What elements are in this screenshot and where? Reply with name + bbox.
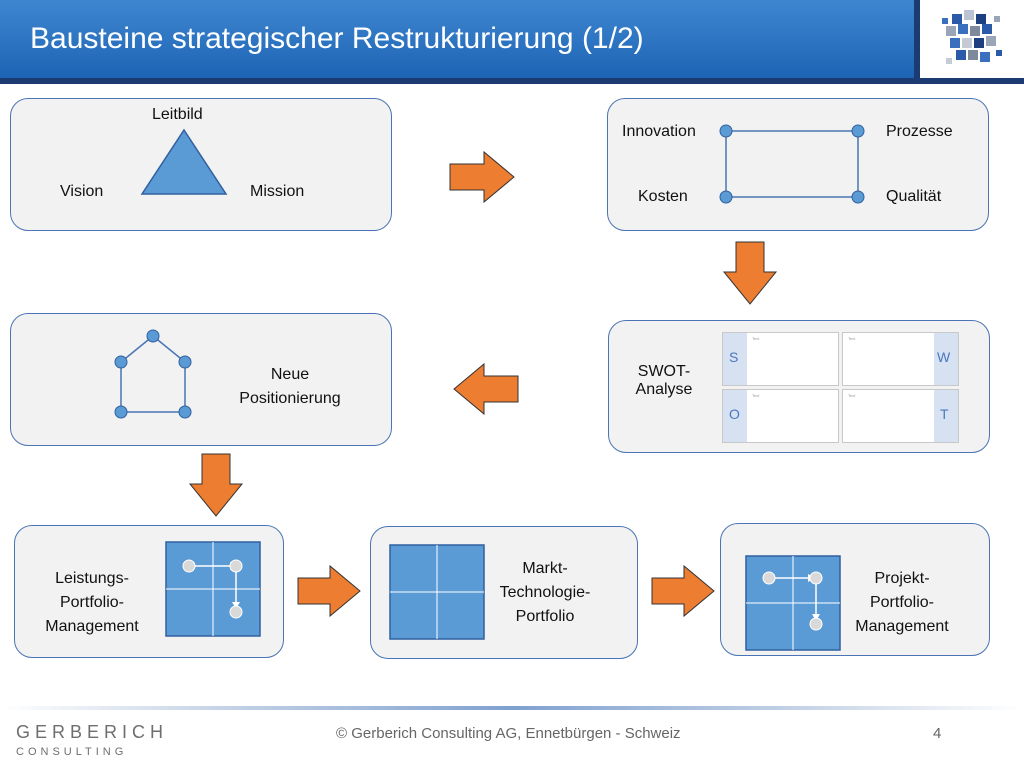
leitbild-label: Leitbild <box>152 106 203 123</box>
swot-t-stripe: T <box>934 390 958 442</box>
projekt-portfolio-label: Projekt- Portfolio- Management <box>855 570 949 635</box>
portfolio-matrix-icon <box>165 541 261 637</box>
positionierung-box <box>10 313 392 446</box>
brand-subtitle: CONSULTING <box>16 746 128 758</box>
kosten-label: Kosten <box>638 188 688 205</box>
swot-s-stripe: S <box>723 333 747 385</box>
title-separator <box>914 0 920 80</box>
page-title: Bausteine strategischer Restrukturierung… <box>30 22 644 55</box>
prozesse-label: Prozesse <box>886 123 953 140</box>
portfolio-matrix-icon <box>389 544 485 640</box>
swot-w-stripe: W <box>934 333 958 385</box>
cube-logo <box>920 0 1024 78</box>
swot-label: SWOT- Analyse <box>635 363 693 398</box>
title-bar <box>0 0 914 78</box>
swot-o-stripe: O <box>723 390 747 442</box>
ziele-box <box>607 98 989 231</box>
innovation-label: Innovation <box>622 123 696 140</box>
arrow-down-icon <box>188 453 244 517</box>
markt-technologie-label: Markt- Technologie- Portfolio <box>499 560 591 625</box>
vision-label: Vision <box>60 183 104 200</box>
arrow-down-icon <box>722 241 778 305</box>
brand-name: GERBERICH <box>16 722 169 742</box>
cube-logo-icon <box>942 10 1002 64</box>
portfolio-matrix-icon <box>745 555 841 651</box>
mission-label: Mission <box>250 183 305 200</box>
house-network-icon <box>114 329 192 419</box>
triangle-icon <box>140 128 228 195</box>
square-network-icon <box>719 124 865 204</box>
positionierung-label: Neue Positionierung <box>239 366 341 407</box>
leistungs-portfolio-label: Leistungs- Portfolio- Management <box>45 570 139 635</box>
arrow-left-icon <box>453 362 519 416</box>
arrow-right-icon <box>651 564 715 618</box>
title-underline <box>0 78 1024 84</box>
page-number: 4 <box>933 725 942 742</box>
copyright-text: © Gerberich Consulting AG, Ennetbürgen -… <box>336 725 681 742</box>
footer-divider <box>0 706 1024 710</box>
arrow-right-icon <box>449 150 515 204</box>
qualitaet-label: Qualität <box>886 188 942 205</box>
arrow-right-icon <box>297 564 361 618</box>
